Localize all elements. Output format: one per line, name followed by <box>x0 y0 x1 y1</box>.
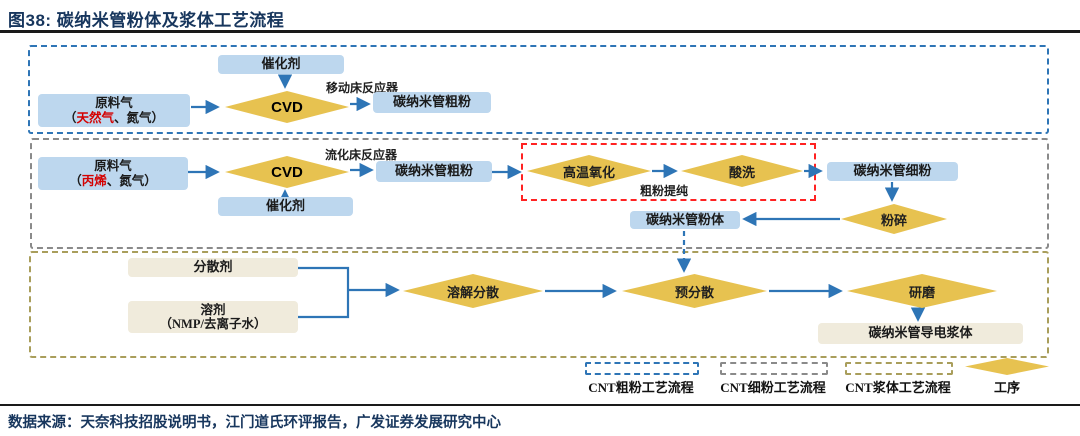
legend-fine-flow-label: CNT细粉工艺流程 <box>720 380 826 395</box>
legend-process-label: 工序 <box>993 380 1020 395</box>
legend-slurry-flow-label: CNT浆体工艺流程 <box>845 380 951 395</box>
solvent-detail: （NMP/去离子水） <box>159 317 267 331</box>
solvent-title: 溶剂 <box>200 302 226 317</box>
feed-gas-fine-highlight: 丙烯 <box>81 173 107 188</box>
feed-gas-fine-title: 原料气 <box>94 159 132 174</box>
legend-coarse-flow-swatch <box>585 362 699 375</box>
legend-process-diamond-icon <box>965 358 1049 375</box>
node-cnt-powder: 碳纳米管粉体 <box>630 211 740 229</box>
node-cnt-conductive-slurry: 碳纳米管导电浆体 <box>818 323 1023 344</box>
feed-gas-coarse-title: 原料气 <box>95 96 133 111</box>
source-divider <box>0 404 1080 406</box>
node-cnt-coarse-powder-2: 碳纳米管粗粉 <box>376 161 492 182</box>
node-cnt-coarse-powder-1: 碳纳米管粗粉 <box>373 92 491 113</box>
node-feed-gas-fine: 原料气 （丙烯、氮气） <box>38 157 188 190</box>
label-coarse-powder-purification: 粗粉提纯 <box>638 182 691 199</box>
legend-slurry-flow-swatch <box>845 362 953 375</box>
coarse-powder-flow-container <box>28 45 1049 134</box>
node-catalyst-coarse: 催化剂 <box>218 55 344 74</box>
node-dispersant: 分散剂 <box>128 258 298 277</box>
node-feed-gas-coarse: 原料气 （天然气、氮气） <box>38 94 190 127</box>
node-catalyst-fine: 催化剂 <box>218 197 353 216</box>
label-moving-bed-reactor: 移动床反应器 <box>326 81 399 95</box>
node-cnt-fine-powder: 碳纳米管细粉 <box>827 162 958 181</box>
figure-title: 图38: 碳纳米管粉体及浆体工艺流程 <box>8 11 285 30</box>
node-solvent: 溶剂 （NMP/去离子水） <box>128 301 298 333</box>
feed-gas-coarse-detail: （天然气、氮气） <box>63 110 165 125</box>
data-source-note: 数据来源：天奈科技招股说明书，江门道氏环评报告，广发证券发展研究中心 <box>8 415 501 431</box>
label-fluidized-bed-reactor: 流化床反应器 <box>325 148 398 162</box>
feed-gas-fine-detail: （丙烯、氮气） <box>69 173 157 188</box>
fine-powder-flow-container <box>30 138 1049 249</box>
legend-coarse-flow-label: CNT粗粉工艺流程 <box>588 380 694 395</box>
title-divider <box>0 30 1080 33</box>
legend-fine-flow-swatch <box>720 362 828 375</box>
slurry-flow-container <box>29 251 1049 358</box>
feed-gas-coarse-highlight: 天然气 <box>76 110 114 125</box>
